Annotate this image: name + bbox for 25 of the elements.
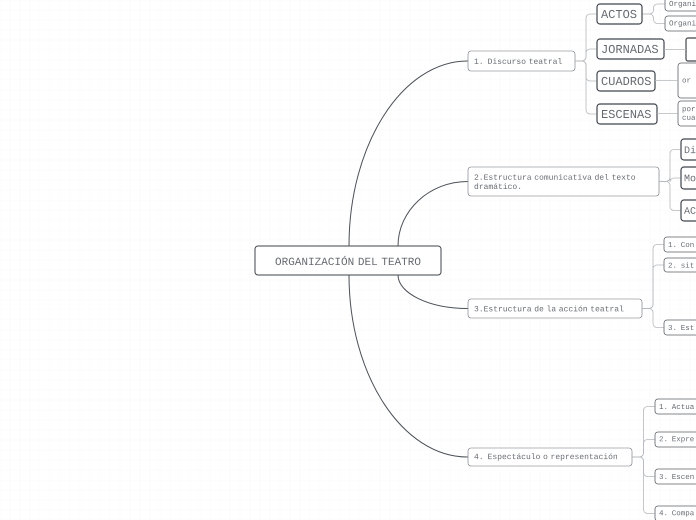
topic-box: 4. Espectáculo o representación [468,448,632,466]
subtopic-box: ESCENAS [596,103,658,125]
branch-curve [348,274,468,458]
subtopic-box: JORNADAS [596,38,665,60]
branch-curve [398,274,468,309]
connector-line [642,308,664,328]
connector-line [656,113,678,114]
connector-line [664,49,686,50]
topic-box: 2.Estructura comunicativa del texto dramático. [468,166,660,196]
topic-box: 3.Estructura de la acción teatral [468,298,642,318]
subtopic-box: CUADROS [596,70,656,92]
connector-line [658,181,681,211]
branch-curve [398,181,468,246]
box [685,37,696,62]
topic-box: 1. Discurso teatral [468,50,576,72]
connector-line [654,80,678,81]
subtopic-box: AC [680,199,696,222]
subtopic-box: Di [680,138,696,161]
connector-line [574,60,597,114]
subtopic-box: ACTOS [596,3,643,25]
branch-curve [348,60,468,246]
subtopic-box: Mo [680,166,696,190]
connector-line [632,456,655,514]
connector-line [642,14,665,24]
central-topic-box: ORGANIZACIÓN DEL TEATRO [254,246,442,276]
